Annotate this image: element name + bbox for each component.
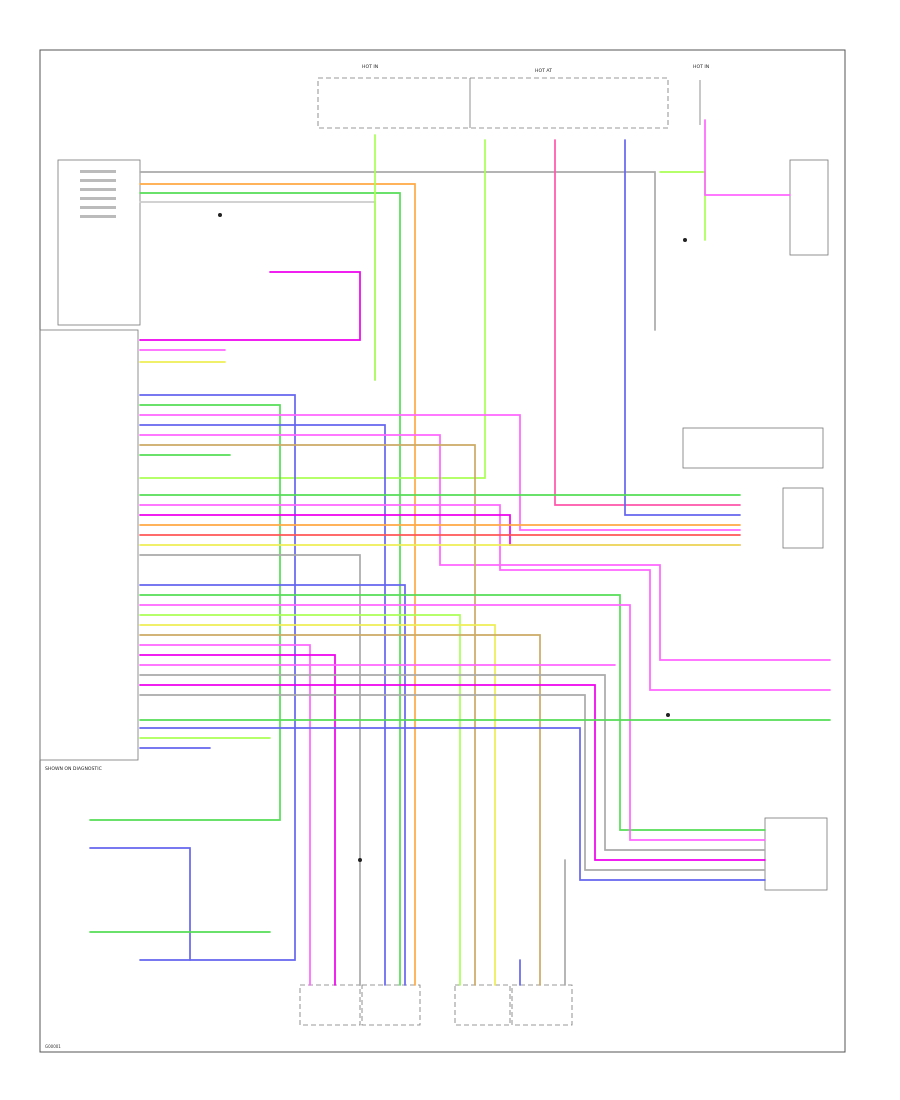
upper-left-module xyxy=(57,159,141,326)
left-module-note: SHOWN ON DIAGNOSTIC xyxy=(45,766,102,772)
right-connector-block xyxy=(782,487,824,549)
right-bottom-connector xyxy=(764,817,828,891)
fuse-box-dashed xyxy=(317,77,669,129)
right-mid-module xyxy=(682,427,824,469)
bottom-actuators xyxy=(299,984,573,1026)
top-label-right: HOT IN xyxy=(693,64,709,70)
wire-bundle xyxy=(89,119,831,986)
top-label-b: HOT AT xyxy=(535,68,552,74)
splice-nodes xyxy=(218,213,687,862)
top-label-a: HOT IN xyxy=(362,64,378,70)
right-switch-module xyxy=(789,159,829,256)
left-pin-labels xyxy=(80,170,116,218)
diagram-id: G00001 xyxy=(45,1044,61,1049)
diagram-frame xyxy=(39,49,846,1053)
main-left-module xyxy=(39,329,139,761)
fuse-box-group: HOT IN HOT AT HOT IN xyxy=(317,64,709,129)
